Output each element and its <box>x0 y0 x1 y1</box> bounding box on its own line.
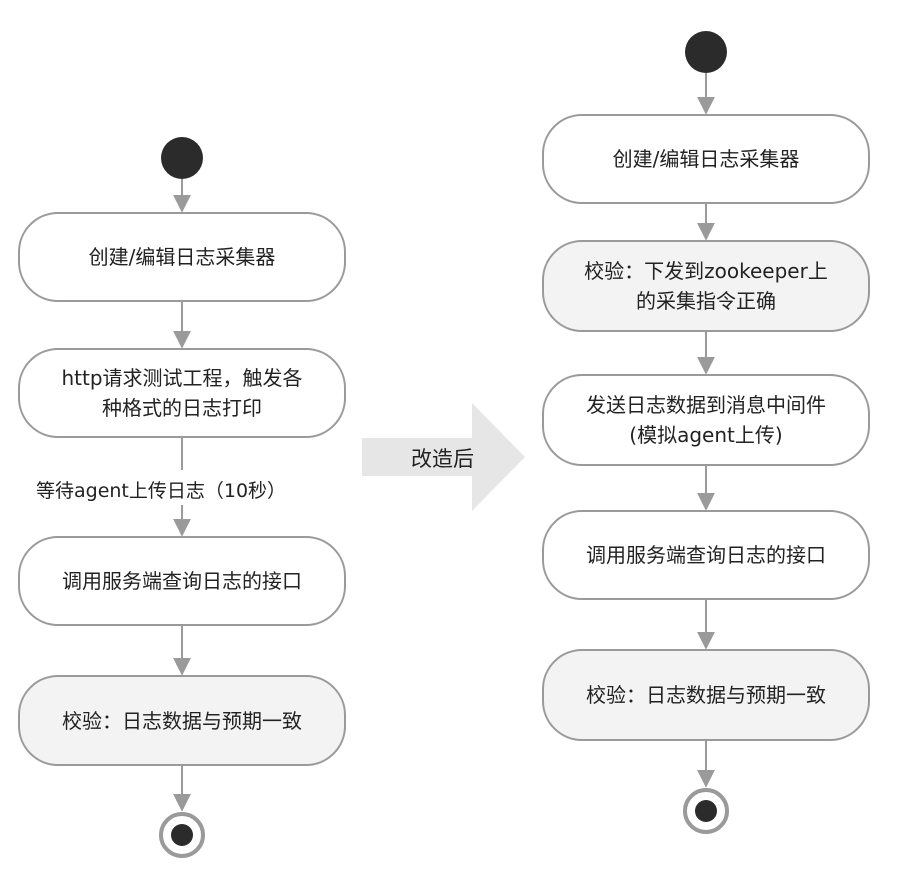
left-step-http-request: http请求测试工程，触发各 种格式的日志打印 <box>18 348 346 438</box>
right-step-send-to-mq-label: 发送日志数据到消息中间件 (模拟agent上传) <box>586 393 826 447</box>
left-step-query-api: 调用服务端查询日志的接口 <box>18 536 346 626</box>
left-end-node <box>159 812 205 858</box>
right-step-send-to-mq: 发送日志数据到消息中间件 (模拟agent上传) <box>542 374 870 466</box>
right-step-verify-data: 校验：日志数据与预期一致 <box>542 649 870 741</box>
left-step-verify-data-label: 校验：日志数据与预期一致 <box>62 708 302 733</box>
right-step-verify-zookeeper: 校验：下发到zookeeper上 的采集指令正确 <box>542 240 870 332</box>
left-end-node-core <box>171 824 193 846</box>
left-step-create-collector-label: 创建/编辑日志采集器 <box>88 245 276 269</box>
transform-arrow <box>362 403 525 511</box>
left-start-node <box>161 137 203 179</box>
right-step-create-collector: 创建/编辑日志采集器 <box>542 114 870 204</box>
right-step-query-api: 调用服务端查询日志的接口 <box>542 510 870 600</box>
right-step-verify-data-label: 校验：日志数据与预期一致 <box>586 683 826 707</box>
right-step-query-api-label: 调用服务端查询日志的接口 <box>586 543 826 567</box>
right-step-verify-zookeeper-label: 校验：下发到zookeeper上 的采集指令正确 <box>584 259 828 313</box>
left-step-http-request-label: http请求测试工程，触发各 种格式的日志打印 <box>61 366 303 420</box>
right-end-node-core <box>695 800 717 822</box>
left-step-create-collector: 创建/编辑日志采集器 <box>18 212 346 302</box>
right-start-node <box>685 31 727 73</box>
left-wait-label: 等待agent上传日志（10秒） <box>36 480 287 502</box>
right-step-create-collector-label: 创建/编辑日志采集器 <box>612 147 800 171</box>
left-step-query-api-label: 调用服务端查询日志的接口 <box>62 569 302 593</box>
right-end-node <box>683 788 729 834</box>
left-step-verify-data: 校验：日志数据与预期一致 <box>18 675 346 766</box>
transform-label: 改造后 <box>411 447 474 471</box>
